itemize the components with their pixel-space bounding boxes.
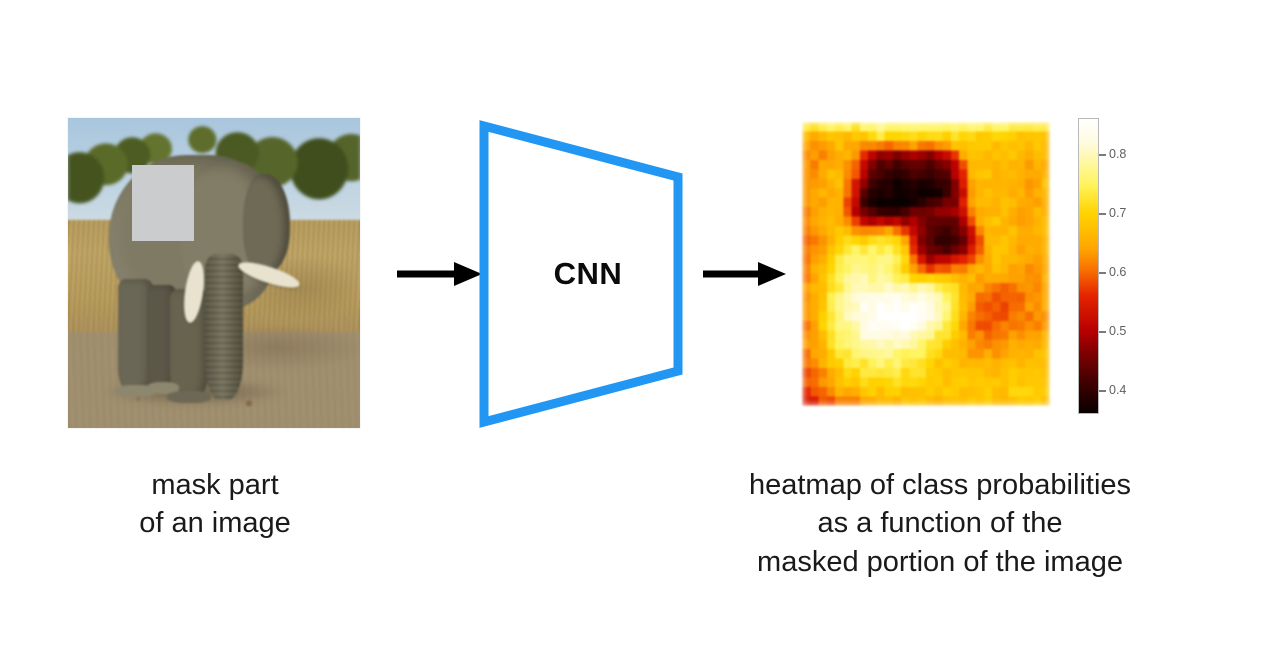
colorbar-tick <box>1099 153 1106 156</box>
cnn-trapezoid-outline <box>479 120 683 428</box>
cnn-label: CNN <box>553 256 623 291</box>
cnn-block: CNN <box>478 120 684 428</box>
colorbar-tick <box>1099 390 1106 393</box>
output-caption-line-2: as a function of the <box>817 507 1063 540</box>
input-caption: mask part of an image <box>40 466 390 543</box>
arrow-cnn-to-heatmap <box>703 262 786 286</box>
colorbar-tick-label: 0.5 <box>1109 324 1127 339</box>
input-caption-line-2: of an image <box>139 507 291 540</box>
arrow-image-to-cnn <box>397 262 482 286</box>
colorbar-tick-label: 0.6 <box>1109 264 1127 279</box>
output-caption-line-1: heatmap of class probabilities <box>748 469 1132 501</box>
elephant-photograph <box>68 118 360 428</box>
colorbar-tick-label: 0.4 <box>1109 383 1127 398</box>
heatmap-colorbar: 0.8 0.7 0.6 0.5 0.4 <box>1078 118 1158 424</box>
elephant-trunk <box>205 254 244 401</box>
elephant-ear <box>243 173 290 273</box>
colorbar-tick <box>1099 212 1106 215</box>
colorbar-tick-label: 0.7 <box>1109 205 1127 220</box>
elephant-foot <box>167 390 212 404</box>
output-caption: heatmap of class probabilities as a func… <box>620 466 1260 581</box>
occlusion-mask-patch <box>132 165 194 241</box>
colorbar-tick <box>1099 271 1106 274</box>
output-caption-line-3: masked portion of the image <box>757 545 1123 578</box>
masked-input-image <box>68 118 360 428</box>
colorbar-tick-label: 0.8 <box>1109 146 1127 161</box>
colorbar-gradient <box>1078 118 1099 414</box>
heatmap-cells <box>802 122 1050 406</box>
input-caption-line-1: mask part <box>151 469 279 501</box>
colorbar-tick <box>1099 331 1106 334</box>
class-probability-heatmap <box>802 122 1050 406</box>
